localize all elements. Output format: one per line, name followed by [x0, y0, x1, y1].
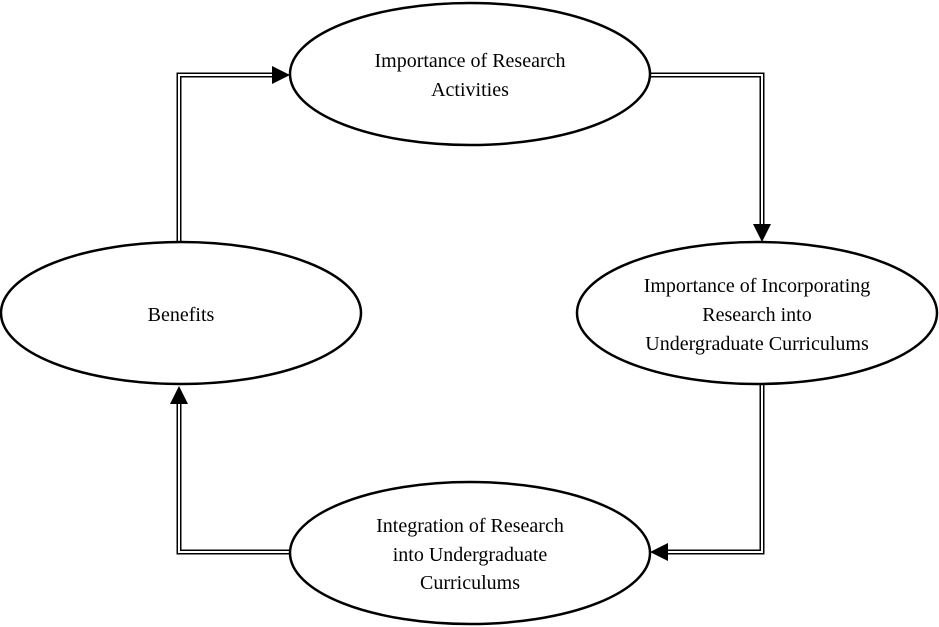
- connector-incorporating-to-integration: [650, 384, 765, 561]
- node-incorporating-research: Importance of Incorporating Research int…: [575, 240, 939, 386]
- arrowhead-left: [650, 543, 668, 561]
- node-label-line: Integration of Research: [376, 515, 564, 537]
- node-label-line: Benefits: [148, 304, 215, 326]
- arrowhead-up: [170, 386, 188, 404]
- node-ellipse: [575, 240, 939, 386]
- node-ellipse: [288, 480, 652, 626]
- node-integration: Integration of Research into Undergradua…: [288, 480, 652, 626]
- arrowhead-right: [272, 66, 290, 84]
- node-label-line: Research into: [702, 304, 811, 326]
- node-label-line: Undergraduate Curriculums: [645, 333, 869, 355]
- node-label-line: Importance of Research: [374, 50, 565, 72]
- arrowhead-down: [753, 224, 771, 242]
- node-label-line: Curriculums: [420, 572, 520, 594]
- connector-benefits-to-activities: [176, 66, 290, 243]
- node-research-activities: Importance of Research Activities: [288, 1, 652, 147]
- connector-activities-to-incorporating: [651, 72, 771, 242]
- node-label-line: into Undergraduate: [393, 544, 548, 566]
- node-ellipse: [0, 240, 363, 386]
- connector-integration-to-benefits: [170, 386, 292, 555]
- node-label-line: Importance of Incorporating: [644, 275, 871, 297]
- node-benefits: Benefits: [0, 240, 363, 386]
- node-ellipse: [288, 1, 652, 147]
- node-label-line: Activities: [431, 79, 509, 101]
